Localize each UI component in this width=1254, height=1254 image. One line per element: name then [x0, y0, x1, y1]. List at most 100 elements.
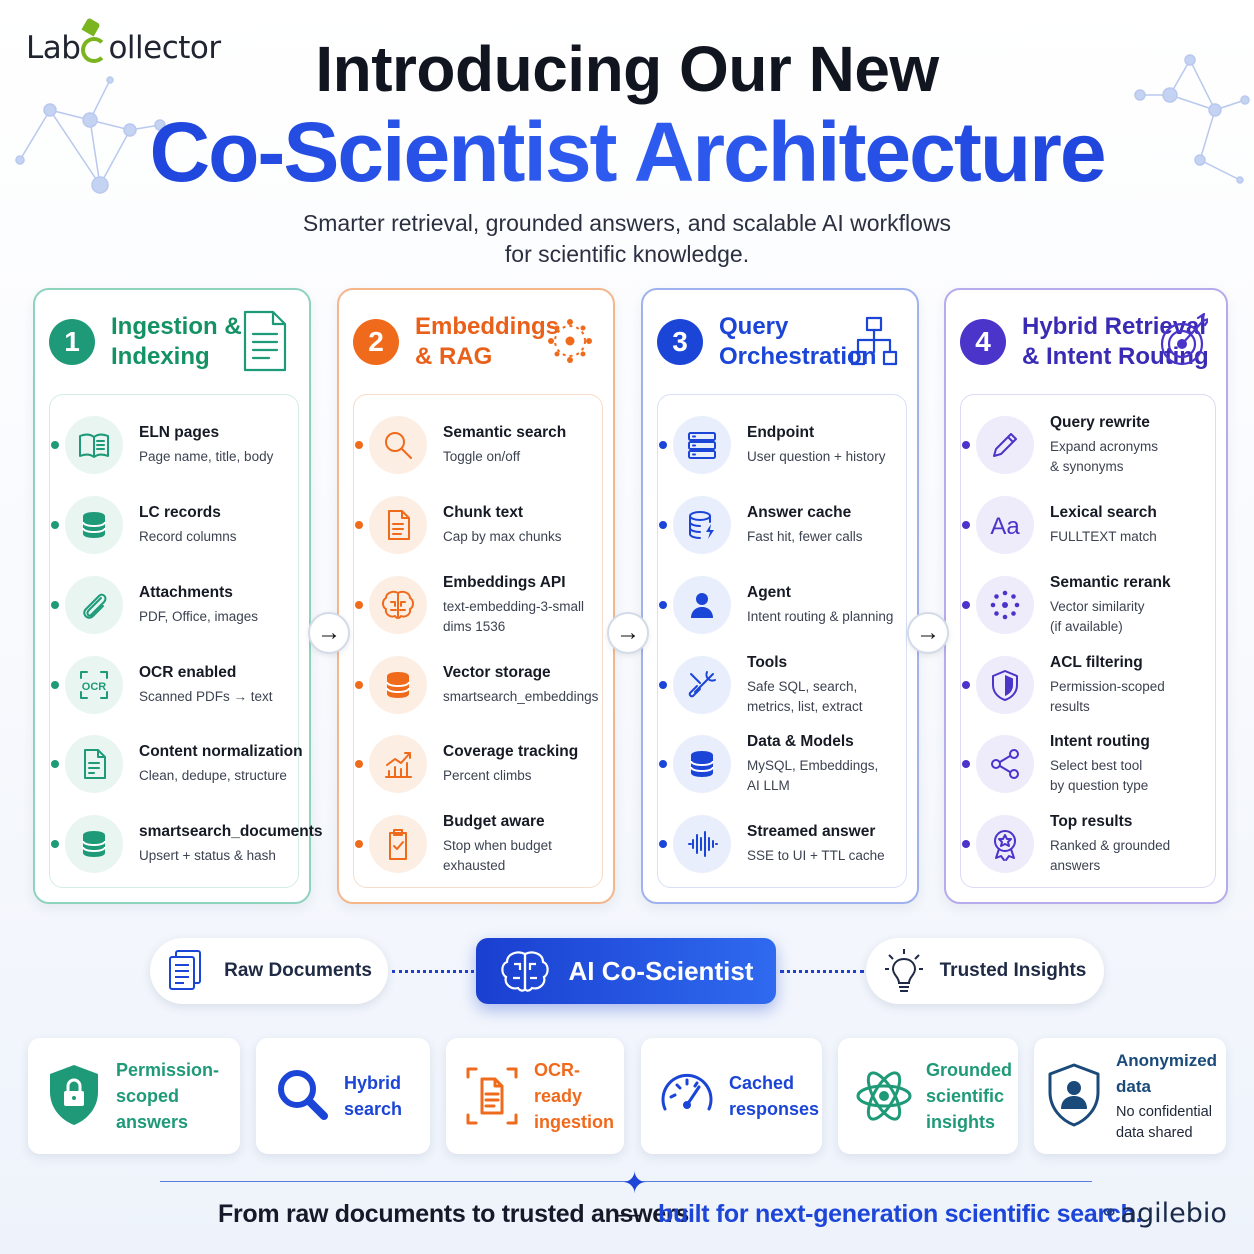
- paperclip-icon: [65, 576, 123, 634]
- item-title: smartsearch_documents: [139, 822, 323, 840]
- timeline-dot: [355, 601, 363, 609]
- item-description: MySQL, Embeddings, AI LLM: [747, 757, 879, 793]
- clipboard-check-icon: [369, 815, 427, 873]
- flow-connector: [392, 970, 474, 973]
- step-number: 3: [657, 319, 703, 365]
- flow-connector: [780, 970, 864, 973]
- item-description: Page name, title, body: [139, 448, 274, 464]
- timeline-dot: [659, 840, 667, 848]
- feature-label: Hybrid search: [344, 1073, 403, 1119]
- timeline-dot: [51, 760, 59, 768]
- lock-shield-icon: [44, 1061, 104, 1131]
- timeline-dot: [355, 521, 363, 529]
- subtitle-line2: for scientific knowledge.: [504, 241, 750, 267]
- timeline-dot: [962, 521, 970, 529]
- item-title: LC records: [139, 503, 221, 521]
- feature-card: Cached responses: [641, 1038, 822, 1154]
- title-line2: Co-Scientist Architecture: [0, 104, 1254, 201]
- document-icon: [369, 496, 427, 554]
- trusted-insights-pill: Trusted Insights: [866, 938, 1104, 1004]
- feature-card: Hybrid search: [256, 1038, 430, 1154]
- item-title: Streamed answer: [747, 822, 876, 840]
- item-title: Lexical search: [1050, 503, 1157, 521]
- item-description: Clean, dedupe, structure: [139, 767, 287, 783]
- feature-card: OCR-ready ingestion: [446, 1038, 624, 1154]
- user-icon: [673, 576, 731, 634]
- item-description: FULLTEXT match: [1050, 528, 1157, 544]
- feature-label: Grounded scientific insights: [926, 1060, 1012, 1132]
- timeline-dot: [355, 441, 363, 449]
- footer-right-text: built for next-generation scientific sea…: [658, 1200, 1143, 1228]
- server-icon: [673, 416, 731, 474]
- sparkle-icon: ✦: [622, 1167, 648, 1200]
- arrow-right-icon: →: [308, 612, 350, 654]
- item-description: Expand acronyms & synonyms: [1050, 438, 1159, 474]
- share-icon: [976, 735, 1034, 793]
- item-description: SSE to UI + TTL cache: [747, 847, 885, 863]
- timeline-dot: [962, 601, 970, 609]
- item-description: Permission-scoped results: [1050, 678, 1165, 714]
- ai-co-scientist-label: AI Co-Scientist: [568, 955, 754, 986]
- database-icon: [673, 735, 731, 793]
- timeline-dot: [962, 840, 970, 848]
- item-title: Agent: [747, 583, 791, 601]
- column-title: Embeddings & RAG: [415, 313, 560, 370]
- item-description: smartsearch_embeddings: [443, 688, 599, 704]
- timeline-dot: [355, 840, 363, 848]
- item-title: Answer cache: [747, 503, 852, 521]
- doc-edit-icon: [65, 735, 123, 793]
- arrow-right-icon: →: [607, 612, 649, 654]
- item-description: Scanned PDFs → text: [139, 688, 273, 704]
- timeline-dot: [51, 840, 59, 848]
- item-title: OCR enabled: [139, 663, 237, 681]
- timeline-dot: [51, 601, 59, 609]
- item-title: Query rewrite: [1050, 413, 1150, 431]
- database-icon: [65, 496, 123, 554]
- database-bolt-icon: [673, 496, 731, 554]
- item-title: Top results: [1050, 812, 1133, 830]
- timeline-dot: [659, 601, 667, 609]
- arrow-right-icon: →: [907, 612, 949, 654]
- column-title: Ingestion & Indexing: [111, 313, 242, 370]
- item-description: Cap by max chunks: [443, 528, 562, 544]
- book-icon: [65, 416, 123, 474]
- item-title: Embeddings API: [443, 573, 566, 591]
- step-number: 1: [49, 319, 95, 365]
- item-description: text-embedding-3-small dims 1536: [443, 598, 585, 634]
- item-title: Semantic search: [443, 423, 567, 441]
- column-items-panel: [49, 394, 299, 888]
- target-icon: [1158, 308, 1211, 374]
- svg-text:OCR: OCR: [82, 681, 107, 693]
- item-description: Vector similarity (if available): [1050, 598, 1145, 634]
- atom-icon: [854, 1061, 914, 1131]
- feature-card: Grounded scientific insights: [838, 1038, 1018, 1154]
- logo-c-icon: [81, 37, 108, 63]
- subtitle-line1: Smarter retrieval, grounded answers, and…: [302, 210, 952, 236]
- timeline-dot: [51, 681, 59, 689]
- item-description: Record columns: [139, 528, 237, 544]
- footer-left-text: From raw documents to trusted answers: [218, 1200, 689, 1228]
- pencil-icon: [976, 416, 1034, 474]
- title-line1: Introducing Our New: [315, 33, 939, 105]
- feature-label: Anonymized data: [1116, 1051, 1218, 1096]
- timeline-dot: [962, 441, 970, 449]
- step-number: 4: [960, 319, 1006, 365]
- item-description: PDF, Office, images: [139, 608, 259, 624]
- item-title: Chunk text: [443, 503, 524, 521]
- search-icon: [272, 1061, 332, 1131]
- waveform-icon: [673, 815, 731, 873]
- subtitle: Smarter retrieval, grounded answers, and…: [0, 208, 1254, 270]
